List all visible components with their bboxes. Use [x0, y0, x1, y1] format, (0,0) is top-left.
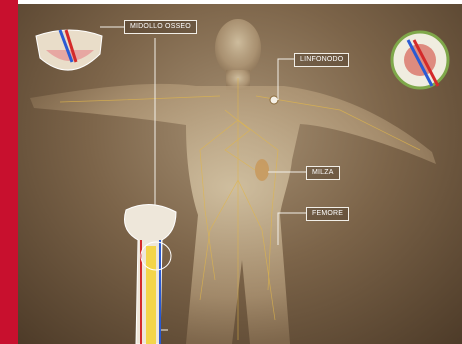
label-spleen: MILZA [306, 166, 340, 180]
label-femur: FEMORE [306, 207, 349, 221]
lymph-node-marker [270, 96, 278, 104]
bone-cross-section-icon [36, 30, 102, 70]
spleen-shape [255, 159, 269, 181]
femur-bone-icon [125, 204, 177, 344]
label-marrow: MIDOLLO OSSEO [124, 20, 197, 34]
head-shape [215, 19, 261, 77]
lymph-node-section-icon [392, 32, 448, 88]
torso-shape [30, 84, 436, 344]
label-lymph-node: LINFONODO [294, 53, 349, 67]
